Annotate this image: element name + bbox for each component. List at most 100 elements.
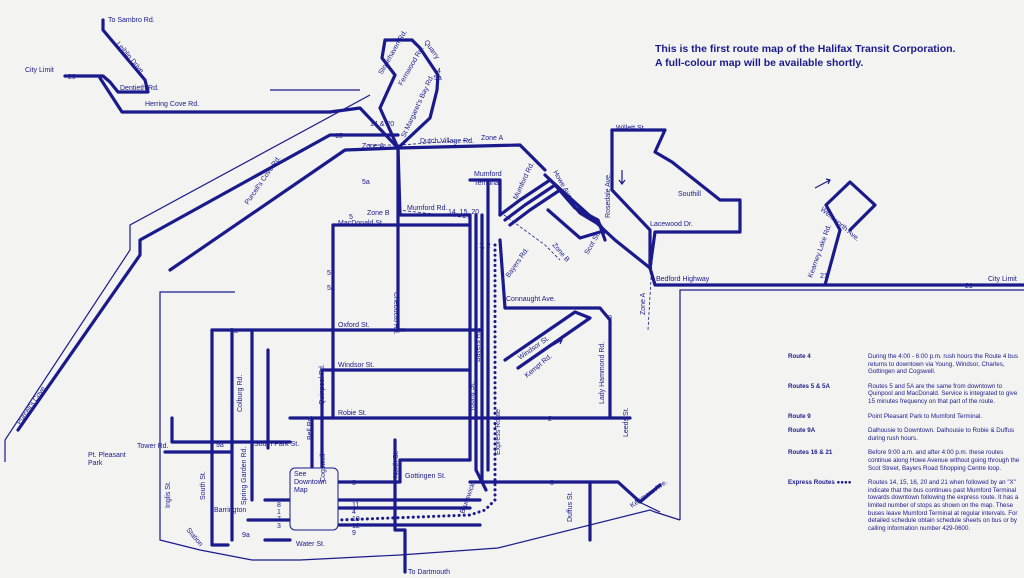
label-spring-garden: Spring Garden Rd. xyxy=(241,447,248,505)
label-kempt: Kempt Rd. xyxy=(524,353,554,380)
label-quinpool: Quinpool Rd. xyxy=(319,364,326,405)
route-number: 9a xyxy=(242,532,250,539)
see-downtown-map-box xyxy=(289,467,339,531)
label-city-limit-e: City Limit xyxy=(988,276,1017,283)
label-zone-a-left: Zone A xyxy=(362,143,385,150)
route-scot xyxy=(546,208,602,240)
label-bedford: Bedford Highway xyxy=(656,276,710,283)
legend-key: Route 9A xyxy=(788,427,816,435)
label-station: Station xyxy=(184,527,203,548)
label-lacewood: Lacewood Dr. xyxy=(650,221,693,228)
legend-row: Route 9A Dalhousie to Downtown. Dalhousi… xyxy=(788,427,1020,442)
route-kempt xyxy=(503,310,592,370)
label-chebucto: Chebucto Rd. xyxy=(392,292,399,335)
express-route xyxy=(336,243,497,522)
label-mumford-terminal-2: Terminal xyxy=(474,180,501,187)
route-number: 9 xyxy=(352,530,356,537)
legend-text: Routes 5 and 5A are the same from downto… xyxy=(868,382,1018,405)
label-colburg: Colburg Rd. xyxy=(237,375,244,412)
legend-key: Express Routes ●●●● xyxy=(788,479,852,487)
route-number: 5a xyxy=(434,75,442,82)
label-pt-pleasant-1: Pt. Pleasant xyxy=(88,452,126,459)
route-number: 10 xyxy=(352,516,360,523)
label-tower: Tower Rd. xyxy=(137,443,169,450)
label-mumford-rd-top: Mumford Rd. xyxy=(512,161,535,201)
label-gottingen: Gottingen St. xyxy=(405,473,446,480)
header-note-line2: A full-colour map will be available shor… xyxy=(655,57,864,69)
legend-text: Dalhousie to Downtown. Dalhousie to Robi… xyxy=(868,427,1015,442)
route-connaught xyxy=(498,238,612,420)
route-number: 21 xyxy=(965,283,973,290)
legend-text: Point Pleasant Park to Mumford Terminal. xyxy=(868,412,983,420)
route-terminal xyxy=(468,178,502,217)
label-lady-hammond: Lady Hammond Rd. xyxy=(599,342,606,404)
legend-text: Before 9:00 a.m. and after 4:00 p.m. the… xyxy=(868,449,1020,472)
route-number: 21 xyxy=(820,273,828,280)
route-number: 5a xyxy=(327,285,335,292)
label-bell: Bell Rd. xyxy=(307,415,314,440)
route-kenmore xyxy=(588,480,662,504)
label-macdonald: MacDonald St. xyxy=(338,220,384,227)
route-number: 4 xyxy=(437,68,441,75)
route-number: 15 xyxy=(335,133,343,140)
label-connaught: Connaught Ave. xyxy=(506,296,556,303)
legend-row: Express Routes ●●●● Routes 14, 15, 16, 2… xyxy=(788,479,1020,532)
route-bedford xyxy=(543,173,1024,287)
route-gottingen xyxy=(336,458,472,484)
route-number-labels: 20 14 & 20 15 4 5a 5a 5 5 5a 14, 15, 20 … xyxy=(68,68,973,539)
label-barrington: Barrington xyxy=(214,507,246,514)
legend-key: Routes 5 & 5A xyxy=(788,382,830,390)
label-oxford: Oxford St. xyxy=(338,322,370,329)
route-number: 1, 2 xyxy=(479,243,491,250)
label-to-sambro: To Sambro Rd. xyxy=(108,17,155,24)
legend-key: Routes 16 & 21 xyxy=(788,449,833,457)
route-herring-cove xyxy=(98,76,400,150)
label-mumford-terminal-1: Mumford xyxy=(474,171,502,178)
label-willett: Willett St. xyxy=(616,125,646,132)
label-zone-a-right: Zone A xyxy=(640,292,647,315)
route-dutch-village xyxy=(396,143,547,172)
label-see-downtown-1: See xyxy=(294,471,307,478)
route-number: 8 xyxy=(277,502,281,509)
legend-row: Routes 5 & 5A Routes 5 and 5A are the sa… xyxy=(788,383,1020,406)
label-bayers-rd: Bayers Rd. xyxy=(505,247,531,279)
label-dartmouth: To Dartmouth xyxy=(408,569,450,576)
label-windsor: Windsor St. xyxy=(338,362,374,369)
route-number: 14, 15, 20 xyxy=(448,209,479,216)
label-cogswell: Cogswell xyxy=(320,453,327,482)
label-water: Water St. xyxy=(296,541,325,548)
label-duffus: Duffus St. xyxy=(567,491,574,522)
route-number: 12 xyxy=(352,523,360,530)
route-colburg xyxy=(210,328,230,547)
label-south-st: South St. xyxy=(200,471,207,500)
label-north-st: North St. xyxy=(393,450,400,478)
route-purcells-cove xyxy=(16,133,400,432)
label-fernwood: Fernwood Rd. xyxy=(398,45,426,87)
label-bayers-rd2: Bayers Rd. xyxy=(475,327,482,362)
route-number: 7 xyxy=(277,516,281,523)
route-number: 5a xyxy=(362,179,370,186)
label-inglis: Inglis St. xyxy=(165,481,172,508)
legend-key: Route 4 xyxy=(788,353,811,360)
label-robie: Robie St. xyxy=(338,410,367,417)
route-number: 2 xyxy=(548,416,552,423)
legend-key: Route 9 xyxy=(788,412,811,420)
label-see-downtown-3: Map xyxy=(294,487,308,494)
legend-text: Routes 14, 15, 16, 20 and 21 when follow… xyxy=(868,479,1019,532)
route-purcells-cove-rd xyxy=(168,146,400,272)
route-number: 5 xyxy=(327,270,331,277)
route-north xyxy=(393,438,407,574)
label-south-park: South Park St. xyxy=(254,441,299,448)
legend-row: Routes 16 & 21 Before 9:00 a.m. and afte… xyxy=(788,449,1020,472)
direction-arrows xyxy=(547,170,831,349)
route-number: 3 xyxy=(352,480,356,487)
route-number: 3 xyxy=(550,480,554,487)
route-number: 3 xyxy=(277,523,281,530)
route-number: 5 xyxy=(349,214,353,221)
label-zone-b-left: Zone B xyxy=(367,210,390,217)
route-number: 20 xyxy=(68,74,76,81)
label-zone-a-top: Zone A xyxy=(481,135,504,142)
label-kenmore: Kenmore Ave. xyxy=(629,479,669,510)
label-leeds: Leeds St. xyxy=(623,407,630,437)
